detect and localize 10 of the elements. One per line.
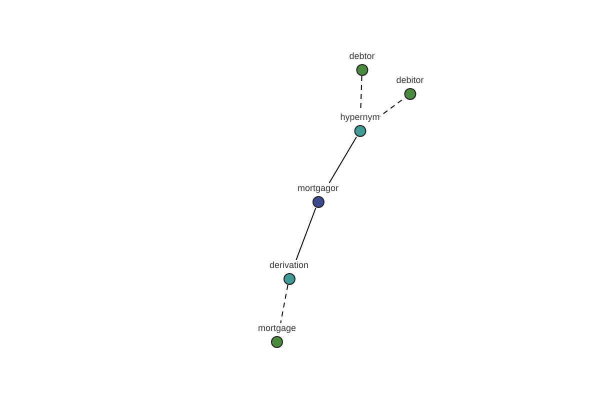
node-label: debtor [349,51,375,61]
connector-line [280,284,288,324]
node-label: hypernym [340,112,380,122]
connector-line [379,100,402,117]
connector-line [328,136,357,184]
node-label: mortgagor [297,183,339,193]
node-label: derivation [269,260,309,270]
connector-line [296,208,316,260]
node-label: debitor [396,75,424,85]
node-label: mortgage [258,323,296,333]
